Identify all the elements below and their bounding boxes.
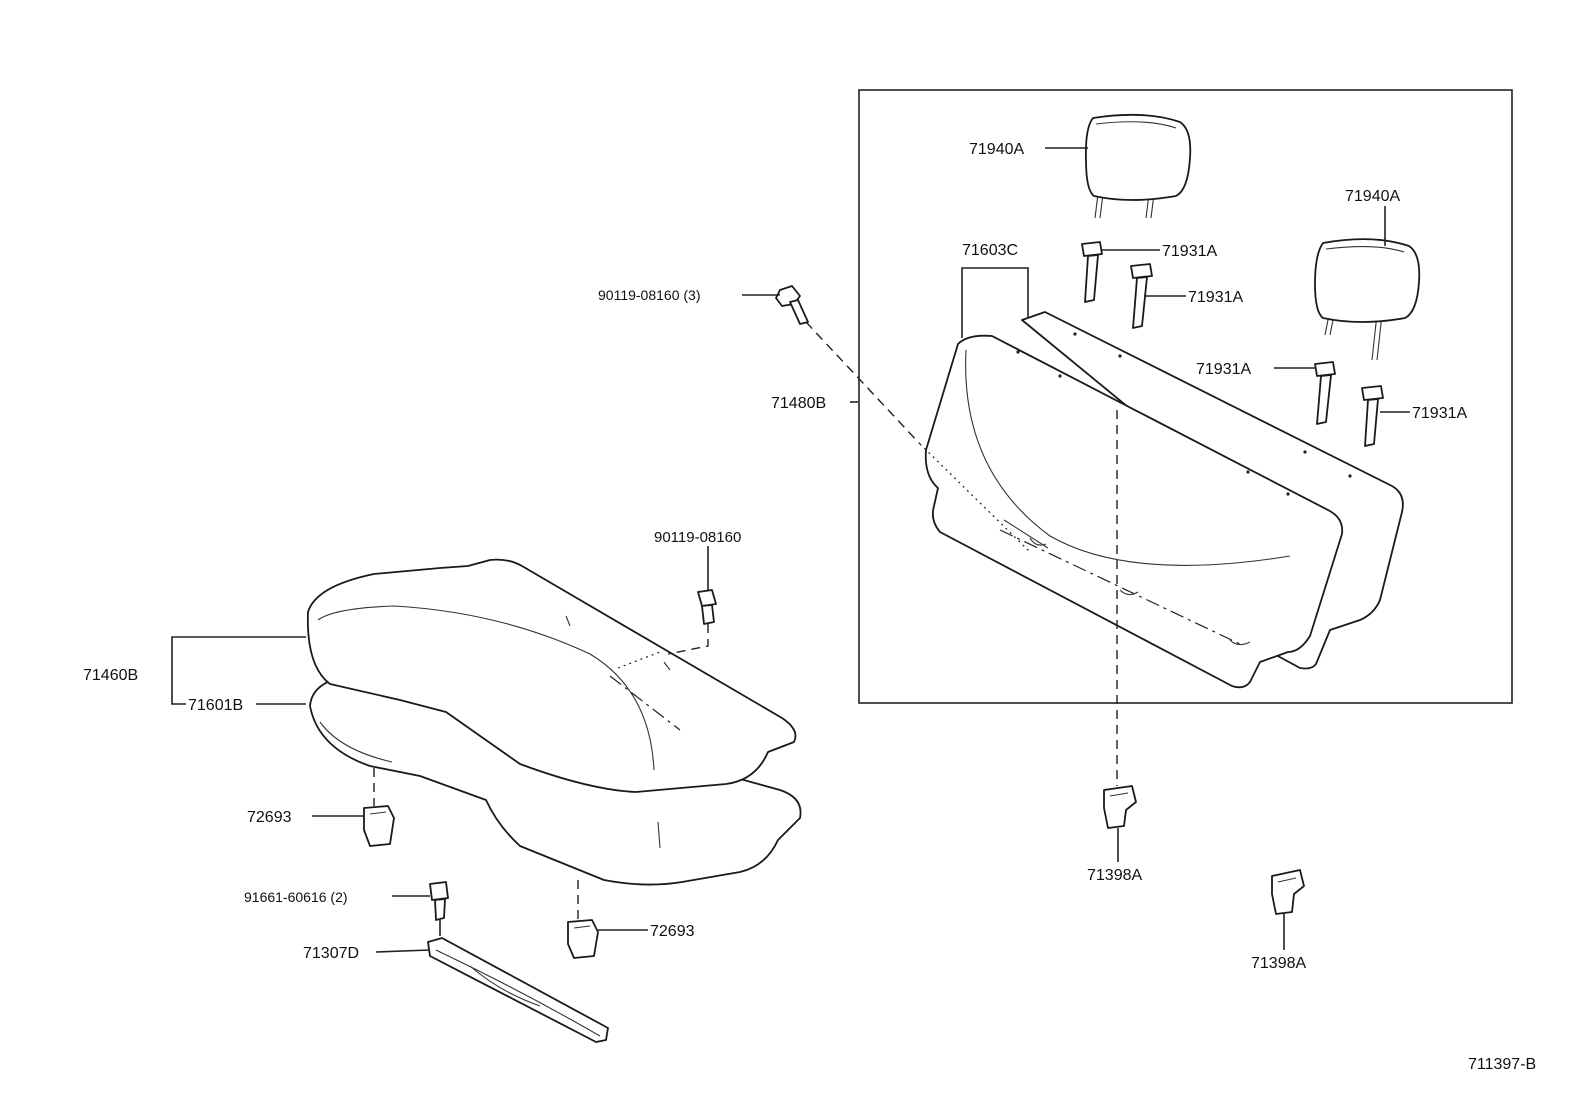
bracket[interactable] xyxy=(427,937,609,1043)
bolt-cushion[interactable] xyxy=(697,589,717,625)
label-seatback-cover: 71480B xyxy=(771,395,826,412)
seatback-frame-box xyxy=(858,89,1513,704)
label-bolt-cushion: 90119-08160 xyxy=(654,529,741,546)
label-bolt-bracket: 91661-60616 (2) xyxy=(244,889,348,905)
bolt-back[interactable] xyxy=(775,285,809,325)
leader-lines xyxy=(171,147,1410,953)
label-support-3: 71931A xyxy=(1196,361,1251,378)
label-headrest-left: 71940A xyxy=(969,141,1024,158)
label-headrest-right: 71940A xyxy=(1345,188,1400,205)
bolt-bracket[interactable] xyxy=(429,881,449,921)
headrest-left[interactable] xyxy=(1084,113,1192,219)
label-clip-left: 72693 xyxy=(247,809,292,826)
label-bracket: 71307D xyxy=(303,945,359,962)
bolt-cushion-dash-line xyxy=(667,624,709,655)
label-hook-2: 71398A xyxy=(1251,955,1306,972)
label-support-1: 71931A xyxy=(1162,243,1217,260)
seatback-front-layer[interactable] xyxy=(924,332,1352,689)
drawing-id: 711397-B xyxy=(1468,1056,1536,1073)
clip-left[interactable] xyxy=(363,805,395,847)
label-hook-1: 71398A xyxy=(1087,867,1142,884)
seatback-chain-line xyxy=(999,529,1241,645)
headrest-support-3[interactable] xyxy=(1314,361,1336,425)
seatback-assy-leader xyxy=(961,267,1029,338)
label-support-2: 71931A xyxy=(1188,289,1243,306)
headrest-support-1[interactable] xyxy=(1081,241,1103,303)
label-cushion-cover: 71601B xyxy=(188,697,243,714)
bolt-back-dot-line xyxy=(919,443,1031,553)
hook-2[interactable] xyxy=(1271,869,1305,915)
clip-right[interactable] xyxy=(567,919,599,959)
label-support-4: 71931A xyxy=(1412,405,1467,422)
hook-1[interactable] xyxy=(1103,785,1137,829)
seat-cushion-upper[interactable] xyxy=(306,558,797,793)
headrest-support-2[interactable] xyxy=(1130,263,1153,329)
label-seatback-assy: 71603C xyxy=(962,242,1018,259)
label-bolt-back: 90119-08160 (3) xyxy=(598,287,700,303)
label-clip-right: 72693 xyxy=(650,923,695,940)
label-cushion-assy: 71460B xyxy=(83,667,138,684)
bolt-back-dash-line xyxy=(805,321,921,445)
headrest-support-4[interactable] xyxy=(1361,385,1384,447)
headrest-right[interactable] xyxy=(1314,238,1421,361)
